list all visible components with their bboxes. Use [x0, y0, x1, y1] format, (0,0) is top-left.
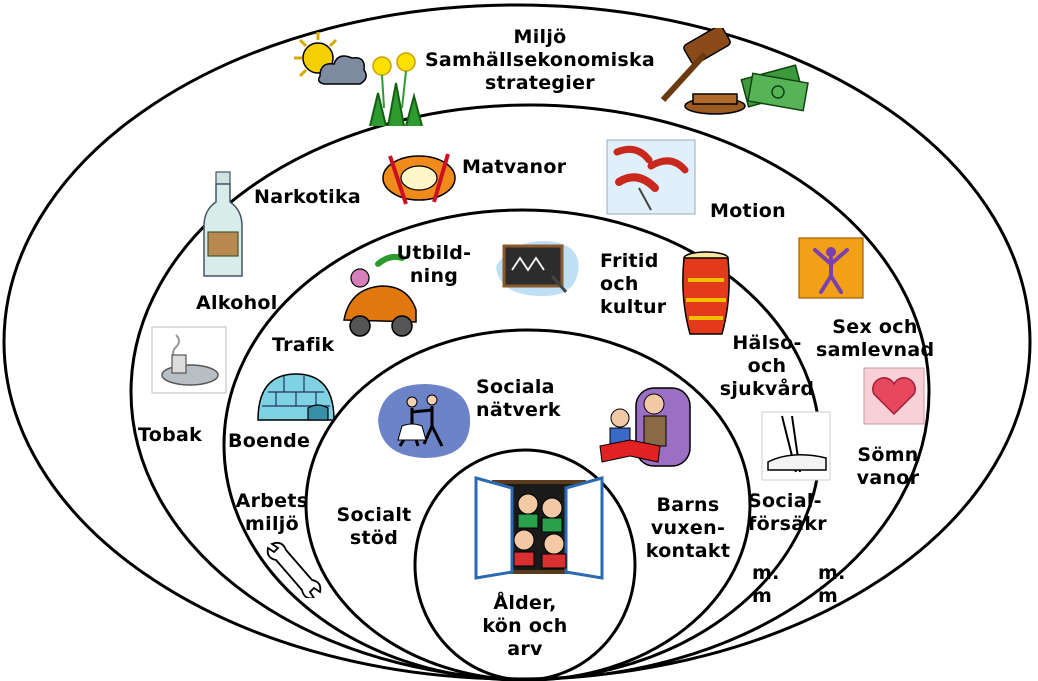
label-somn-vanor: Sömn vanor	[856, 444, 920, 489]
blackboard-icon	[496, 241, 579, 297]
label-socialforsakr: Social- försäkr	[748, 490, 827, 535]
crutch-icon	[761, 411, 831, 481]
label-alkohol: Alkohol	[196, 292, 278, 314]
label-arbetsmiljo: Arbets miljö	[235, 490, 309, 535]
car-icon	[343, 253, 417, 337]
dandelion-icon	[369, 52, 423, 126]
label-trafik: Trafik	[272, 334, 335, 356]
ashtray-icon	[151, 326, 227, 394]
label-mm-inner: m. m	[752, 562, 780, 607]
label-matvanor: Matvanor	[462, 156, 567, 178]
label-boende: Boende	[228, 430, 311, 452]
label-miljo: Miljö Samhällsekonomiska strategier	[424, 26, 656, 94]
igloo-icon	[257, 373, 335, 421]
sausage-icon	[606, 139, 696, 215]
family-window-icon	[474, 476, 604, 580]
label-halso-och-sjukvard: Hälso- och sjukvård	[719, 332, 815, 400]
wrench-icon	[266, 541, 322, 598]
reading-grandparent-icon	[599, 387, 691, 467]
label-mm-outer: m. m	[818, 562, 846, 607]
heart-icon	[863, 367, 925, 425]
ring-individual	[413, 448, 637, 681]
label-utbildning: Utbild- ning	[396, 242, 472, 287]
dancers-icon	[378, 384, 471, 458]
gavel-icon	[660, 28, 746, 115]
drum-icon	[682, 251, 730, 335]
label-alder-kon-och-arv: Ålder, kön och arv	[482, 592, 568, 660]
label-fritid-och-kultur: Fritid och kultur	[600, 250, 667, 318]
label-motion: Motion	[710, 200, 786, 222]
label-barns-vuxenkontakt: Barns vuxen- kontakt	[645, 494, 731, 562]
label-narkotika: Narkotika	[254, 186, 362, 208]
label-sex-och-samlevnad: Sex och samlevnad	[816, 316, 935, 361]
bottle-icon	[203, 171, 243, 277]
label-tobak: Tobak	[138, 424, 203, 446]
exercise-icon	[798, 237, 864, 299]
label-socialt-stod: Socialt stöd	[336, 504, 412, 549]
label-sociala-natverk: Sociala nätverk	[476, 376, 561, 421]
sun-cloud-icon	[294, 32, 367, 85]
food-plate-icon	[382, 153, 456, 205]
money-icon	[740, 64, 809, 112]
